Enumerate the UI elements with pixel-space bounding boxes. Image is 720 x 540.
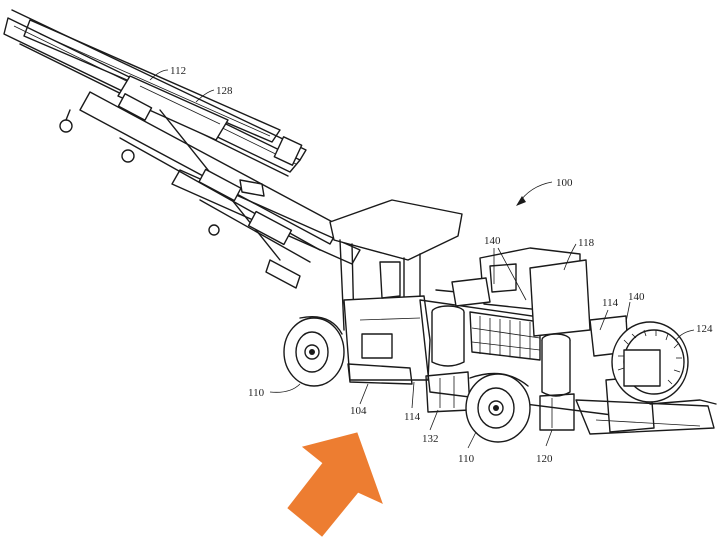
fluid-tanks	[425, 305, 575, 431]
label-110-front: 110	[458, 453, 475, 465]
label-132: 132	[422, 433, 439, 445]
pointer-arrow	[287, 432, 383, 537]
label-110-rear: 110	[248, 387, 265, 399]
label-140-right: 140	[628, 291, 645, 303]
label-100: 100	[556, 177, 573, 189]
reference-numerals: 100 112 128 140 118 114 140 124 110 104 …	[149, 65, 713, 465]
label-124: 124	[696, 323, 713, 335]
boom-assembly	[3, 9, 361, 289]
wheel-rear	[283, 316, 345, 387]
label-140-top: 140	[484, 235, 501, 247]
chassis	[419, 247, 717, 435]
wheel-front	[465, 372, 531, 443]
label-120: 120	[536, 453, 553, 465]
label-114-right: 114	[602, 297, 619, 309]
label-118: 118	[578, 237, 595, 249]
operator-cab	[329, 199, 463, 385]
label-114-left: 114	[404, 411, 421, 423]
label-104: 104	[350, 405, 367, 417]
label-112: 112	[170, 65, 186, 77]
hose-reel	[611, 321, 689, 403]
label-128: 128	[216, 85, 233, 97]
